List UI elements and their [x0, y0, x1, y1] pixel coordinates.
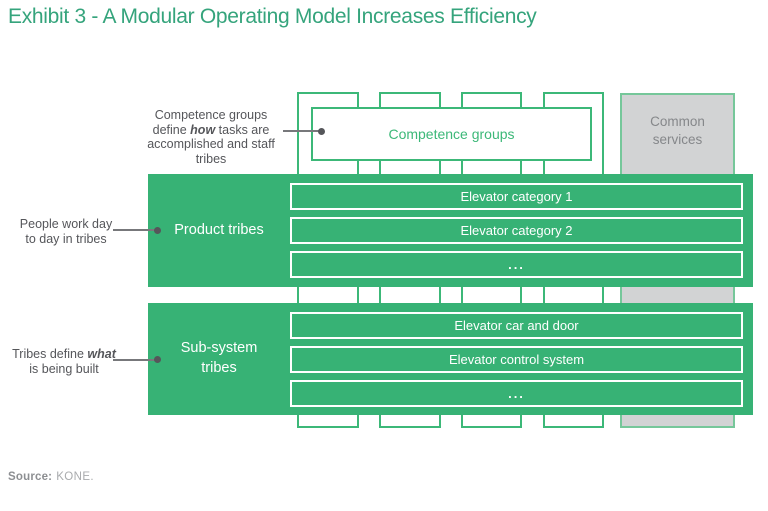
subsystem-tribes-row-2: Elevator control system	[290, 346, 743, 373]
product-tribes-row-1-label: Elevator category 1	[460, 189, 573, 204]
annotation-text: tribes	[195, 151, 227, 166]
common-services-line2: services	[652, 131, 703, 147]
subsystem-tribes-label-line2: tribes	[201, 360, 237, 376]
connector-dot-subsystem	[154, 356, 161, 363]
annotation-competence-groups: Competence groups define how tasks are a…	[138, 108, 284, 166]
connector-dot-product	[154, 227, 161, 234]
product-tribes-row-more-label: ...	[508, 257, 525, 272]
subsystem-tribes-row-1-label: Elevator car and door	[454, 318, 579, 333]
subsystem-tribes-row-1: Elevator car and door	[290, 312, 743, 339]
annotation-text: accomplished and staff	[147, 137, 275, 151]
connector-line-subsystem	[113, 359, 156, 361]
connector-dot-competence	[318, 128, 325, 135]
product-tribes-row-more: ...	[290, 251, 743, 278]
product-tribes-label-text: Product tribes	[174, 221, 264, 238]
annotation-product-tribes: People work day to day in tribes	[10, 217, 122, 246]
subsystem-tribes-band: Sub-system tribes Elevator car and door …	[148, 303, 753, 415]
annotation-text: Competence groups	[154, 108, 268, 122]
competence-groups-box: Competence groups	[311, 107, 592, 161]
annotation-text: define	[152, 122, 191, 137]
product-tribes-label: Product tribes	[148, 174, 290, 287]
connector-line-competence	[283, 130, 320, 132]
product-tribes-band: Product tribes Elevator category 1 Eleva…	[148, 174, 753, 287]
annotation-emphasis: what	[87, 347, 116, 361]
source-label: Source:	[8, 471, 53, 483]
subsystem-tribes-row-more-label: ...	[508, 386, 525, 401]
subsystem-tribes-row-more: ...	[290, 380, 743, 407]
annotation-subsystem-line1: Tribes define what	[6, 347, 122, 362]
annotation-competence-line1: Competence groups	[138, 108, 284, 123]
common-services-label: Common services	[620, 113, 735, 148]
annotation-text: tasks are	[215, 122, 270, 137]
product-tribes-row-2: Elevator category 2	[290, 217, 743, 244]
competence-groups-label: Competence groups	[388, 126, 515, 142]
annotation-text: is being built	[29, 361, 99, 376]
annotation-emphasis: how	[190, 122, 216, 137]
annotation-text: Tribes define	[12, 347, 88, 361]
product-tribes-row-2-label: Elevator category 2	[460, 223, 573, 238]
annotation-competence-line2: define how tasks are	[138, 123, 284, 138]
annotation-product-line2: to day in tribes	[10, 232, 122, 247]
source-line: Source:KONE.	[8, 471, 94, 483]
product-tribes-rows: Elevator category 1 Elevator category 2 …	[290, 183, 743, 278]
subsystem-tribes-row-2-label: Elevator control system	[448, 352, 585, 367]
annotation-text: People work day	[19, 217, 113, 231]
annotation-product-line1: People work day	[10, 217, 122, 232]
source-value: KONE.	[56, 471, 95, 483]
common-services-line1: Common	[650, 114, 705, 129]
annotation-text: to day in tribes	[25, 231, 107, 246]
annotation-subsystem-tribes: Tribes define what is being built	[6, 347, 122, 376]
connector-line-product	[113, 229, 156, 231]
product-tribes-row-1: Elevator category 1	[290, 183, 743, 210]
annotation-competence-line4: tribes	[138, 152, 284, 167]
subsystem-tribes-label: Sub-system tribes	[148, 303, 290, 415]
annotation-subsystem-line2: is being built	[6, 362, 122, 377]
exhibit-title: Exhibit 3 - A Modular Operating Model In…	[8, 5, 537, 28]
annotation-competence-line3: accomplished and staff	[138, 137, 284, 152]
subsystem-tribes-rows: Elevator car and door Elevator control s…	[290, 312, 743, 407]
subsystem-tribes-label-line1: Sub-system	[180, 340, 258, 357]
